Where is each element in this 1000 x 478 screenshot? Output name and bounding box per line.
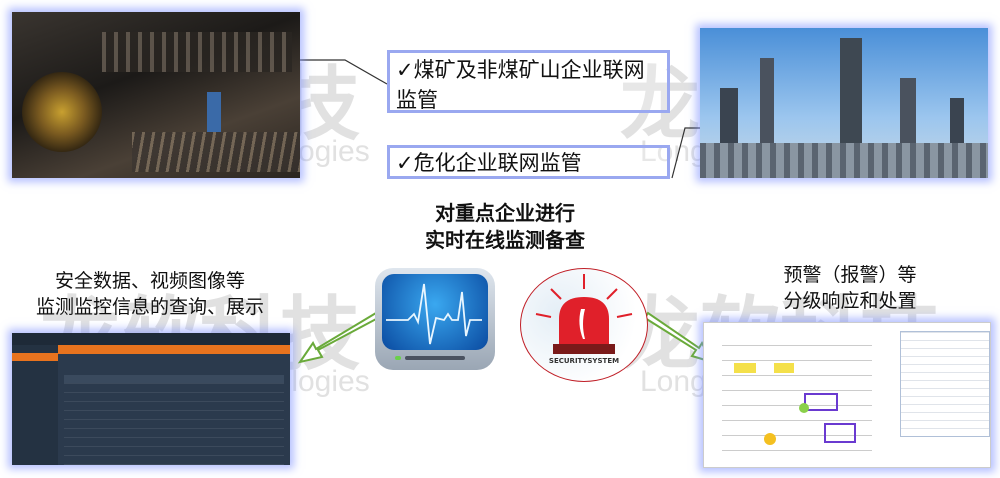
center-title: 对重点企业进行 实时在线监测备查 [380,200,630,254]
box-text: ✓危化企业联网监管 [396,151,582,175]
heartbeat-monitor-icon [375,268,495,370]
label-line: 分级响应和处置 [783,290,917,312]
coal-mine-monitoring-box: ✓煤矿及非煤矿山企业联网监管 [387,50,670,113]
right-label: 预警（报警）等 分级响应和处置 [720,262,980,314]
title-line: 对重点企业进行 [435,201,575,225]
coal-mine-photo [12,12,300,178]
chemical-plant-photo [700,28,988,178]
left-label: 安全数据、视频图像等 监测监控信息的查询、展示 [10,268,290,320]
label-line: 预警（报警）等 [783,264,917,286]
alarm-icon-text: SECURITYSYSTEM [548,357,620,365]
label-line: 安全数据、视频图像等 [54,270,245,292]
box-text: ✓煤矿及非煤矿山企业联网监管 [396,58,645,112]
arrow-right [643,311,714,364]
monitoring-system-screenshot [12,333,290,465]
alarm-map-screenshot [703,322,991,468]
label-line: 监测监控信息的查询、展示 [35,296,264,318]
security-alarm-icon: SECURITYSYSTEM [520,268,648,382]
hazardous-chemical-monitoring-box: ✓危化企业联网监管 [387,145,670,179]
title-line: 实时在线监测备查 [425,228,585,252]
arrow-left [297,311,380,364]
